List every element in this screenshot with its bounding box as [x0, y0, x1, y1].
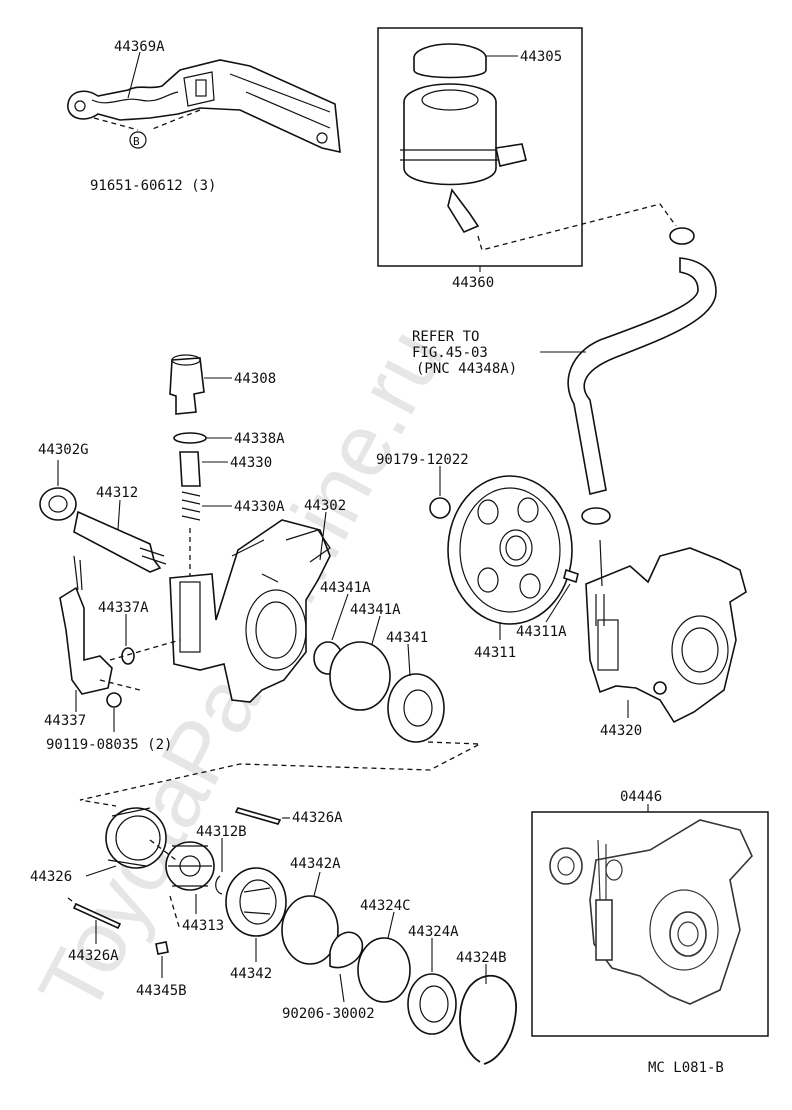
label-fig-45-03: FIG.45-03	[412, 345, 488, 361]
cam-ring-44326	[105, 807, 167, 869]
hose-44348a	[567, 227, 717, 525]
seal-44302g	[39, 487, 77, 521]
label-44302: 44302	[304, 498, 346, 514]
label-44324b: 44324B	[456, 950, 507, 966]
pump-body-44302	[169, 519, 331, 703]
key-44311a	[563, 568, 579, 584]
label-90206-30002: 90206-30002	[282, 1006, 375, 1022]
pin-44326a-2	[72, 902, 122, 930]
pin-44326a-1	[234, 807, 282, 825]
valve-stack	[169, 354, 207, 521]
label-44308: 44308	[234, 371, 276, 387]
label-90119-08035: 90119-08035 (2)	[46, 737, 172, 753]
cover-44324a	[407, 973, 457, 1035]
label-44302g: 44302G	[38, 442, 89, 458]
label-44305: 44305	[520, 49, 562, 65]
label-44324c: 44324C	[360, 898, 411, 914]
label-44341: 44341	[386, 630, 428, 646]
gasket-kit-box	[531, 811, 769, 1037]
label-44320: 44320	[600, 723, 642, 739]
vane-44345b	[155, 941, 169, 955]
bolt-marker-b	[129, 131, 147, 149]
rings-and-cam	[313, 641, 445, 743]
label-44312b: 44312B	[196, 824, 247, 840]
oring-44324c	[357, 937, 411, 1003]
oring-44342a	[281, 895, 339, 965]
label-44345b: 44345B	[136, 983, 187, 999]
pump-assembly-44320	[585, 539, 747, 724]
label-44341a-2: 44341A	[350, 602, 401, 618]
label-44360: 44360	[452, 275, 494, 291]
label-44324a: 44324A	[408, 924, 459, 940]
label-44326a-2: 44326A	[68, 948, 119, 964]
label-44337: 44337	[44, 713, 86, 729]
pulley-44311	[429, 475, 573, 625]
label-44337a: 44337A	[98, 600, 149, 616]
label-44342a: 44342A	[290, 856, 341, 872]
gasket-kit-04446	[549, 819, 753, 1005]
bracket-44369a	[67, 59, 341, 154]
snap-ring-44312b	[215, 875, 223, 895]
label-44369a: 44369A	[114, 39, 165, 55]
plate-44342	[225, 867, 287, 937]
reservoir-44360	[400, 43, 527, 234]
label-refer-to: REFER TO	[412, 329, 479, 345]
label-44338a: 44338A	[234, 431, 285, 447]
clip-90206	[329, 931, 364, 969]
label-44342: 44342	[230, 966, 272, 982]
label-44311: 44311	[474, 645, 516, 661]
bolt-marker-label: B	[133, 135, 140, 148]
label-44311a: 44311A	[516, 624, 567, 640]
connector-44337	[59, 555, 135, 708]
shaft-44312	[73, 510, 167, 573]
label-44326: 44326	[30, 869, 72, 885]
snap-ring-44324b	[459, 974, 517, 1065]
label-pnc-44348a: (PNC 44348A)	[416, 361, 517, 377]
label-44313: 44313	[182, 918, 224, 934]
label-90179-12022: 90179-12022	[376, 452, 469, 468]
rotor-44313	[165, 841, 215, 891]
diagram-code: MC L081-B	[648, 1060, 724, 1076]
label-04446: 04446	[620, 789, 662, 805]
label-44330a: 44330A	[234, 499, 285, 515]
label-44326a-1: 44326A	[292, 810, 343, 826]
label-44312: 44312	[96, 485, 138, 501]
label-44341a-1: 44341A	[320, 580, 371, 596]
label-91651-60612: 91651-60612 (3)	[90, 178, 216, 194]
label-44330: 44330	[230, 455, 272, 471]
